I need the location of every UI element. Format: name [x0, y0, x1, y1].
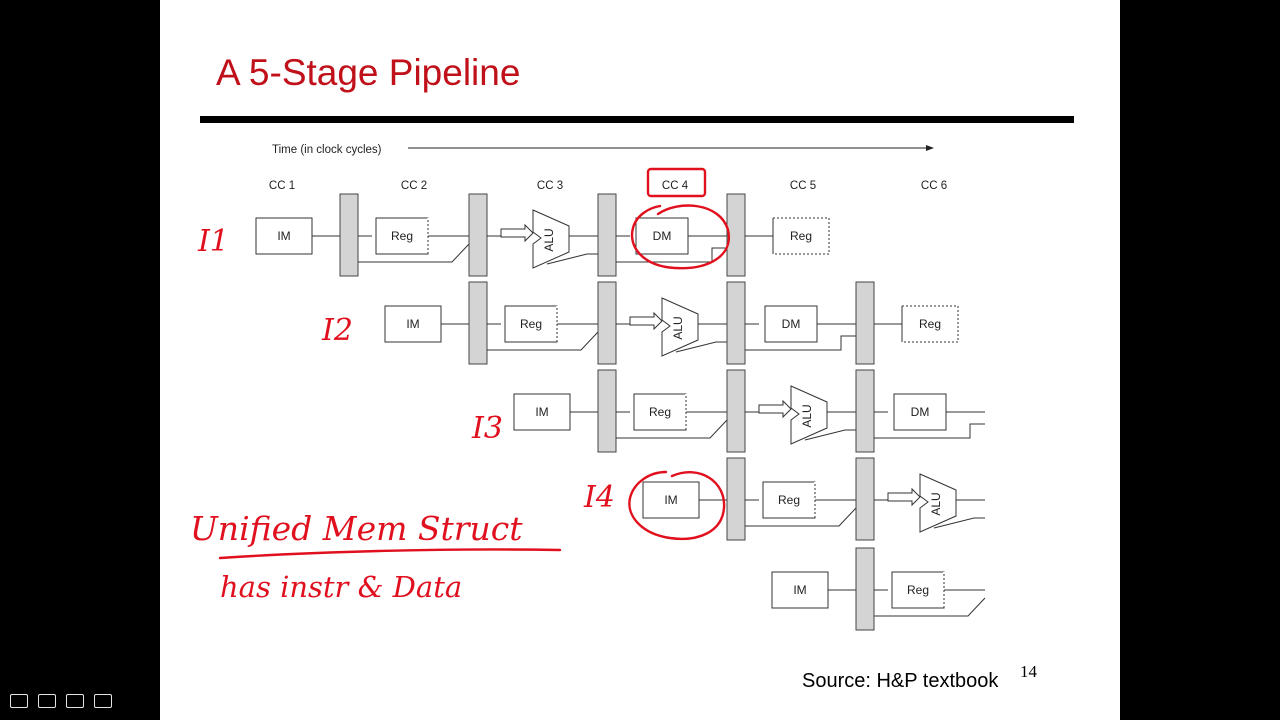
- reg-label: Reg: [649, 405, 671, 419]
- pipeline-register: [468, 193, 488, 277]
- handwritten-note-2: has instr & Data: [220, 570, 462, 604]
- reg-box: [375, 217, 429, 255]
- reg-write-box: [901, 305, 959, 343]
- menu-icon[interactable]: [66, 694, 84, 708]
- pipeline-register: [597, 369, 617, 453]
- ink-underline: [218, 548, 562, 560]
- pipeline-register: [597, 281, 617, 365]
- instruction-label-i4: I4: [583, 480, 615, 515]
- alu-label: ALU: [800, 404, 814, 427]
- pipeline-register: [855, 281, 875, 365]
- pipeline-row: IM Reg ALU DM Reg: [255, 193, 830, 277]
- pipeline-row: IM Reg ALU DM: [513, 369, 985, 453]
- pipeline-register: [855, 547, 875, 631]
- forward-arrow-icon[interactable]: [94, 694, 112, 708]
- im-label: IM: [535, 405, 548, 419]
- pipeline-register: [597, 193, 617, 277]
- alu-unit: [661, 297, 699, 357]
- pipeline-register: [726, 281, 746, 365]
- pipeline-diagram: Time (in clock cycles) CC 1 CC 2 CC 3 CC…: [190, 144, 986, 631]
- slide-nav-controls: [10, 694, 112, 708]
- dm-label: DM: [653, 229, 672, 243]
- dm-box: [635, 217, 689, 255]
- instruction-label-i1: I1: [197, 224, 229, 259]
- slide: A 5-Stage Pipeline Time (in clock cycles…: [160, 0, 1120, 720]
- pen-icon[interactable]: [38, 694, 56, 708]
- pipeline-register: [726, 457, 746, 541]
- reg-label: Reg: [391, 229, 413, 243]
- source-citation: Source: H&P textbook: [802, 670, 999, 692]
- ink-cc4-box: [646, 167, 707, 198]
- reg-label: Reg: [790, 229, 812, 243]
- reg-label: Reg: [778, 493, 800, 507]
- cc-label: CC 4: [662, 180, 689, 192]
- pipeline-row: IM Reg: [771, 547, 986, 631]
- reg-write-box: [772, 217, 830, 255]
- pipeline-register: [468, 281, 488, 365]
- instruction-label-i3: I3: [471, 411, 503, 446]
- alu-label: ALU: [542, 228, 556, 251]
- im-label: IM: [664, 493, 677, 507]
- alu-unit: [919, 473, 957, 533]
- alu-label: ALU: [671, 316, 685, 339]
- pipeline-row: IM Reg ALU: [642, 457, 985, 541]
- im-box: [513, 393, 571, 431]
- slide-title: A 5-Stage Pipeline: [216, 52, 521, 93]
- cc-label: CC 2: [401, 180, 427, 192]
- dm-label: DM: [911, 405, 930, 419]
- ink-im-circle: [628, 470, 726, 541]
- im-label: IM: [793, 583, 806, 597]
- im-label: IM: [406, 317, 419, 331]
- time-axis-label: Time (in clock cycles): [272, 144, 382, 156]
- alu-unit: [790, 385, 828, 445]
- handwritten-note-1: Unified Mem Struct: [190, 509, 523, 548]
- pipeline-register: [855, 369, 875, 453]
- pipeline-register: [726, 193, 746, 277]
- reg-box: [633, 393, 687, 431]
- instruction-label-i2: I2: [321, 313, 353, 348]
- im-box: [255, 217, 313, 255]
- reg-box: [762, 481, 816, 519]
- reg-label: Reg: [919, 317, 941, 331]
- pipeline-register: [726, 369, 746, 453]
- dm-label: DM: [782, 317, 801, 331]
- alu-label: ALU: [929, 492, 943, 515]
- pipeline-register: [855, 457, 875, 541]
- dm-box: [764, 305, 818, 343]
- alu-unit: [532, 209, 570, 269]
- back-arrow-icon[interactable]: [10, 694, 28, 708]
- im-box: [771, 571, 829, 609]
- cc-label: CC 6: [921, 180, 947, 192]
- page-number: 14: [1020, 662, 1037, 681]
- reg-label: Reg: [520, 317, 542, 331]
- ink-dm-circle: [630, 204, 731, 270]
- reg-label: Reg: [907, 583, 929, 597]
- im-box: [384, 305, 442, 343]
- pipeline-row: IM Reg ALU DM Reg: [384, 281, 959, 365]
- im-label: IM: [277, 229, 290, 243]
- title-divider: [200, 116, 1074, 123]
- cc-label: CC 1: [269, 180, 295, 192]
- pipeline-register: [339, 193, 359, 277]
- cc-label: CC 5: [790, 180, 816, 192]
- cc-label: CC 3: [537, 180, 563, 192]
- ink-annotations: [218, 167, 731, 560]
